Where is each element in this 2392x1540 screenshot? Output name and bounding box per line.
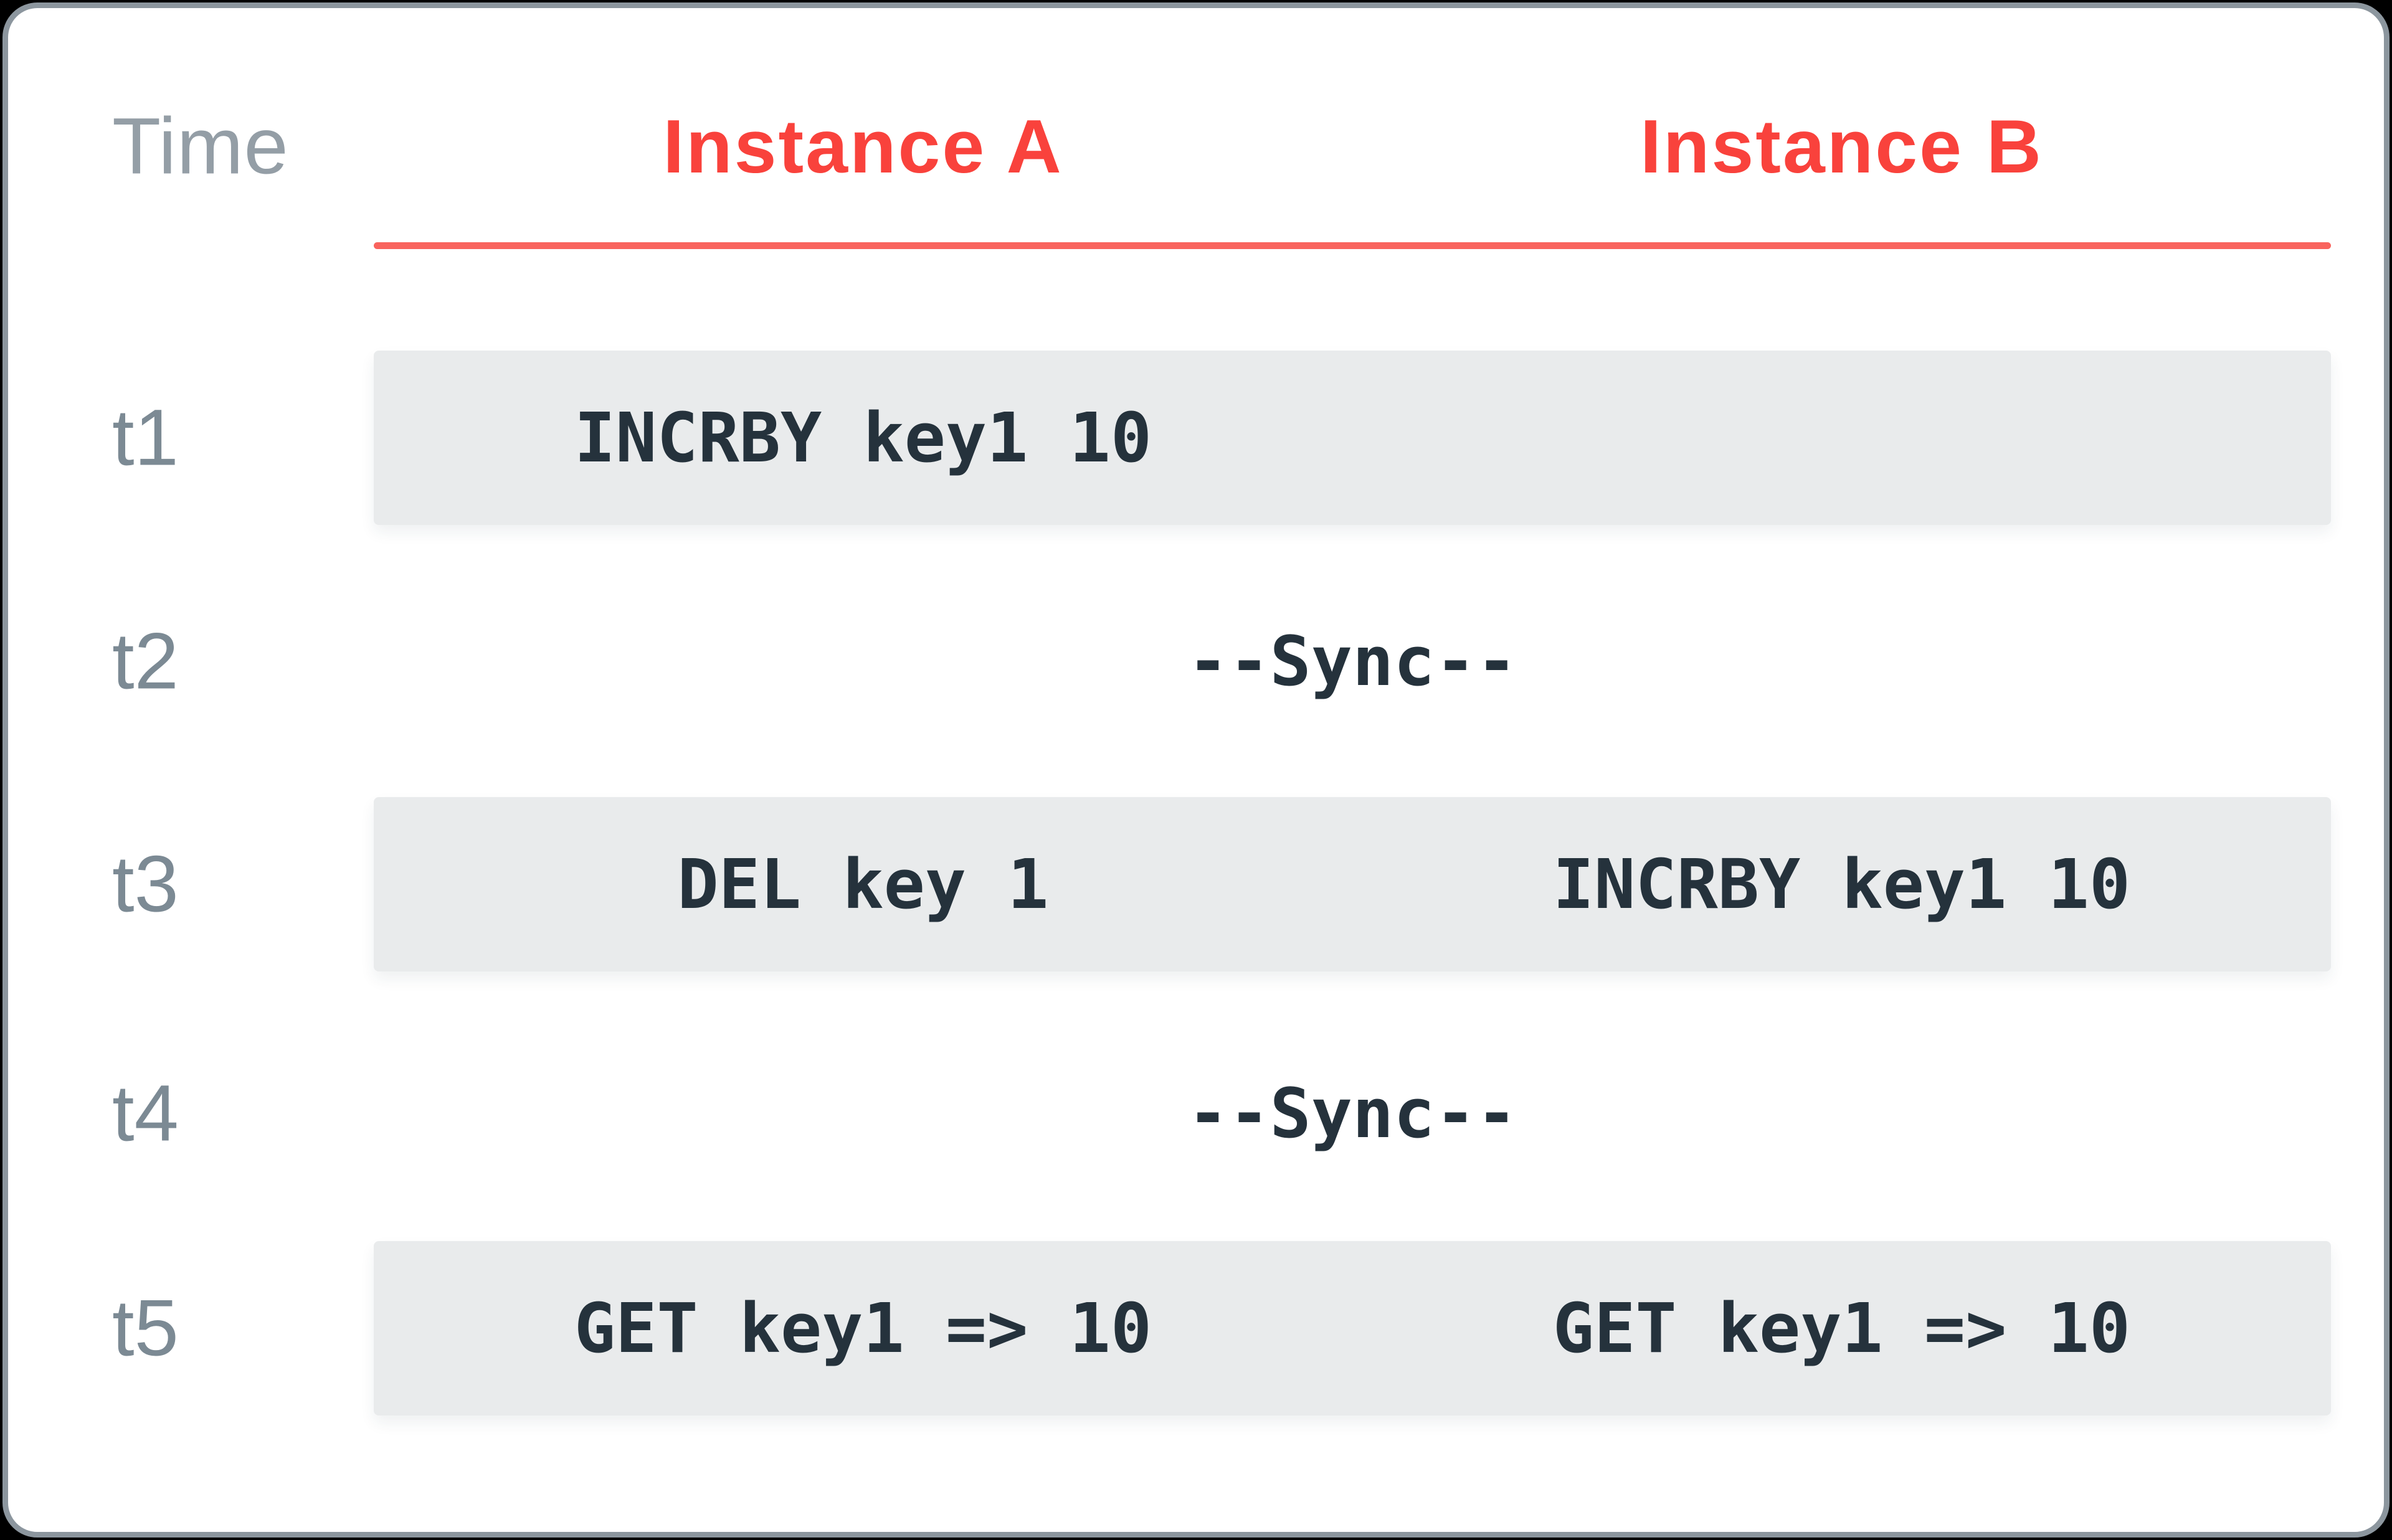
timeline-row-t2: t2 --Sync-- bbox=[0, 574, 2392, 749]
command-bar: INCRBY key1 10 bbox=[374, 351, 2331, 525]
row-time-label: t4 bbox=[112, 1069, 179, 1158]
column-header-instance-b: Instance B bbox=[1640, 104, 2043, 189]
timeline-row-t4: t4 --Sync-- bbox=[0, 1026, 2392, 1201]
command-cell-instance-a: DEL key 1 bbox=[677, 844, 1049, 924]
header-row: Time Instance A Instance B bbox=[0, 102, 2392, 191]
command-cell-instance-b bbox=[1352, 351, 2331, 525]
row-time-label: t2 bbox=[112, 616, 179, 706]
sync-label: --Sync-- bbox=[1187, 621, 1517, 701]
timeline-row-t1: t1 INCRBY key1 10 bbox=[0, 351, 2392, 525]
command-cell-instance-a: INCRBY key1 10 bbox=[574, 398, 1152, 478]
column-header-instance-a: Instance A bbox=[663, 104, 1063, 189]
command-cell-instance-b: GET key1 => 10 bbox=[1552, 1288, 2131, 1368]
timeline-row-t3: t3 DEL key 1 INCRBY key1 10 bbox=[0, 797, 2392, 971]
command-bar: DEL key 1 INCRBY key1 10 bbox=[374, 797, 2331, 971]
row-time-label: t5 bbox=[112, 1283, 179, 1373]
header-underline bbox=[374, 242, 2331, 249]
command-cell-instance-a: GET key1 => 10 bbox=[574, 1288, 1152, 1368]
row-time-label: t1 bbox=[112, 393, 179, 483]
instance-column-headers: Instance A Instance B bbox=[374, 103, 2331, 190]
sync-label: --Sync-- bbox=[1187, 1074, 1517, 1153]
time-column-header: Time bbox=[112, 102, 289, 191]
command-cell-instance-b: INCRBY key1 10 bbox=[1552, 844, 2131, 924]
timeline-row-t5: t5 GET key1 => 10 GET key1 => 10 bbox=[0, 1241, 2392, 1415]
command-bar: GET key1 => 10 GET key1 => 10 bbox=[374, 1241, 2331, 1415]
row-time-label: t3 bbox=[112, 839, 179, 929]
